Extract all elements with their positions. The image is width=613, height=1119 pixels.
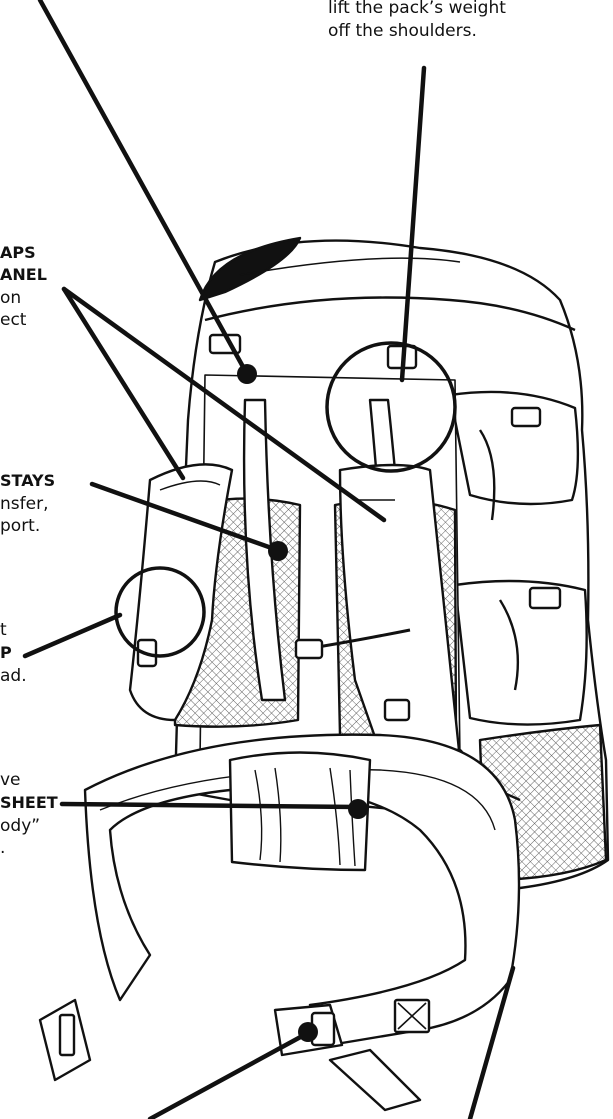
callout-straps-body-1: on bbox=[0, 288, 21, 308]
callout-framesheet-body-above: ve bbox=[0, 770, 21, 790]
callout-sternum-title: P bbox=[0, 643, 12, 663]
callout-straps-title-2: ANEL bbox=[0, 265, 47, 285]
callout-straps-title-1: APS bbox=[0, 243, 36, 263]
callout-sternum-body: ad. bbox=[0, 666, 27, 686]
callout-framesheet-body-2: . bbox=[0, 838, 5, 858]
callout-stays-title: STAYS bbox=[0, 471, 55, 491]
hip-belt bbox=[40, 735, 519, 1110]
caption-line-2: off the shoulders. bbox=[328, 21, 477, 41]
caption-line-1: lift the pack’s weight bbox=[328, 0, 506, 18]
callout-framesheet-body-1: ody” bbox=[0, 816, 40, 836]
callout-sternum-body-above: t bbox=[0, 620, 7, 640]
callout-framesheet-title: SHEET bbox=[0, 793, 58, 813]
callout-stays-body-2: port. bbox=[0, 516, 40, 536]
callout-straps-body-2: ect bbox=[0, 310, 26, 330]
callout-stays-body-1: nsfer, bbox=[0, 494, 48, 514]
